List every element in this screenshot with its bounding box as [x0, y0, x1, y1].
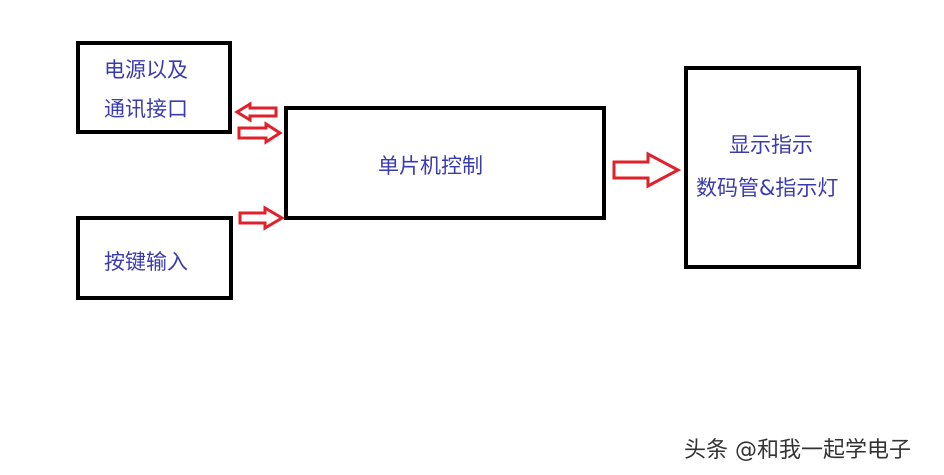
display-label-line1: 显示指示 — [729, 133, 813, 157]
arrow-mcu-to-display — [612, 151, 682, 189]
power-comm-label-line2: 通讯接口 — [104, 97, 188, 121]
arrow-power-to-mcu — [237, 121, 283, 145]
display-indicator-block: 显示指示 数码管&指示灯 — [684, 66, 861, 269]
key-input-label: 按键输入 — [104, 250, 188, 274]
mcu-control-label: 单片机控制 — [378, 154, 483, 178]
power-comm-interface-block: 电源以及 通讯接口 — [76, 41, 232, 134]
arrow-key-to-mcu — [238, 205, 285, 231]
watermark-text: 头条 @和我一起学电子 — [684, 438, 911, 463]
key-input-block: 按键输入 — [76, 216, 233, 300]
mcu-control-block: 单片机控制 — [284, 106, 606, 220]
power-comm-label-line1: 电源以及 — [104, 58, 188, 82]
display-label-line2: 数码管&指示灯 — [696, 176, 839, 200]
arrow-mcu-to-power — [234, 101, 278, 123]
